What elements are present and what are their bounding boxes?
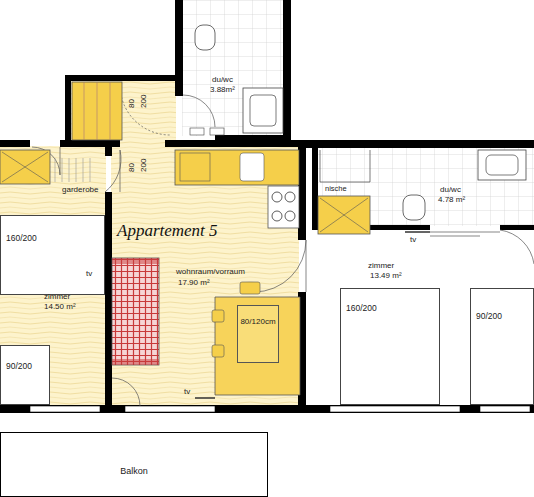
room-label: tv — [86, 270, 92, 278]
apartment-title: Appartement 5 — [117, 222, 218, 239]
double-bed: 160/200 — [340, 288, 440, 405]
room-label: 3.88m² — [210, 86, 235, 94]
room-label: 14.50 m² — [44, 303, 76, 311]
room-label: 4.78 m² — [438, 196, 465, 204]
dining-table: 80/120cm — [237, 305, 279, 363]
node-text: 80/120cm — [240, 318, 275, 326]
room-label: 17.90 m² — [178, 279, 210, 287]
room-label: zimmer — [368, 262, 394, 270]
door-dimension: 200 — [140, 95, 148, 108]
room-label: garderobe — [62, 186, 98, 194]
node-text: Balkon — [120, 467, 148, 476]
node-text: 90/200 — [476, 312, 502, 321]
room-label: nische — [325, 185, 347, 193]
balcony-band: Balkon — [0, 432, 268, 497]
room-label: zimmer — [44, 293, 70, 301]
double-bed: 160/200 — [0, 215, 105, 295]
room-label: tv — [410, 236, 416, 244]
door-dimension: 80 — [128, 99, 136, 108]
door-dimension: 200 — [140, 159, 148, 172]
room-label: 13.49 m² — [370, 272, 402, 280]
door-dimension: 80 — [128, 163, 136, 172]
node-text: 160/200 — [346, 304, 377, 313]
node-text: 90/200 — [6, 362, 32, 371]
room-label: du/wc — [212, 76, 233, 84]
single-bed: 90/200 — [0, 345, 50, 405]
room-label: du/wc — [440, 186, 461, 194]
single-bed: 90/200 — [470, 288, 534, 405]
room-label: wohnraum/vorraum — [176, 268, 245, 276]
node-text: 160/200 — [6, 234, 37, 243]
room-label: tv — [184, 388, 190, 396]
